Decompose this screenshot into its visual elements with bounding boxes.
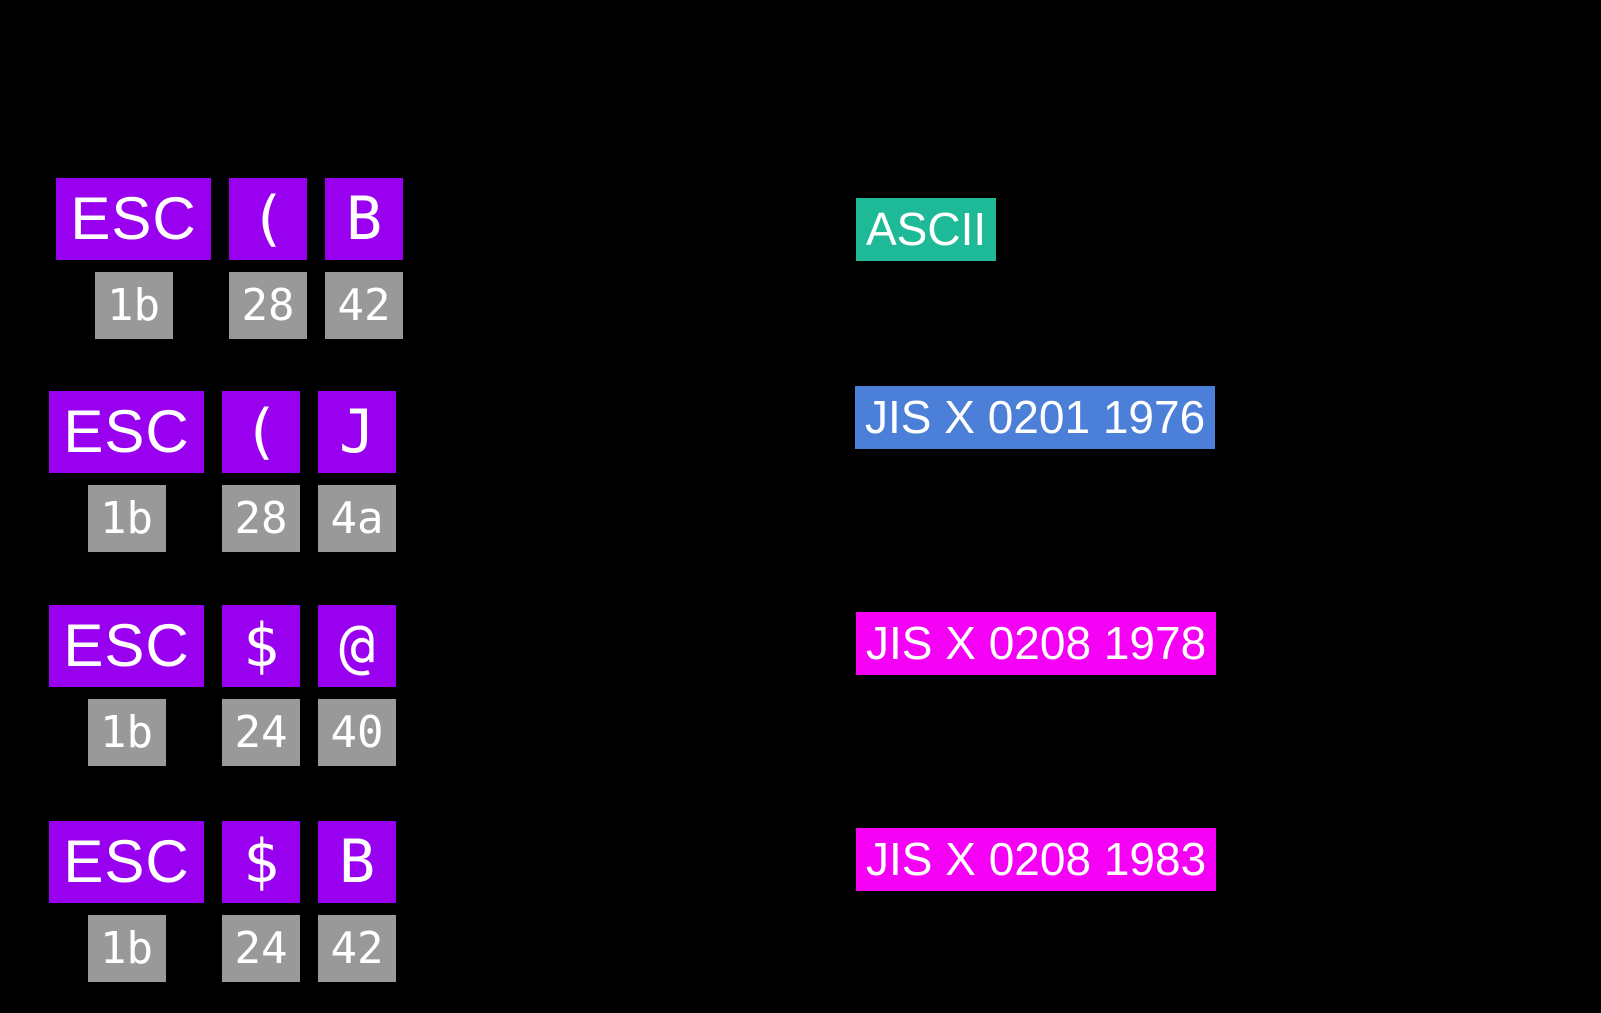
byte-char-box: @: [318, 605, 396, 687]
byte-char-box: ESC: [49, 821, 204, 903]
escape-sequence-row-jis0208-1983: ESC 1b $ 24 B 42: [49, 821, 396, 982]
byte-hex-box: 1b: [87, 699, 166, 766]
byte-char-box: ESC: [49, 605, 204, 687]
escape-sequence-row-ascii: ESC 1b ( 28 B 42: [56, 178, 403, 339]
byte-column-intermediate: ( 28: [222, 391, 300, 552]
byte-column-intermediate: ( 28: [229, 178, 307, 339]
escape-sequence-row-jis0201: ESC 1b ( 28 J 4a: [49, 391, 396, 552]
byte-char-box: B: [325, 178, 403, 260]
byte-hex-box: 28: [222, 485, 300, 552]
byte-hex-box: 4a: [318, 485, 396, 552]
escape-sequence-row-jis0208-1978: ESC 1b $ 24 @ 40: [49, 605, 396, 766]
byte-hex-box: 28: [229, 272, 307, 339]
byte-hex-box: 24: [222, 699, 300, 766]
byte-hex-box: 1b: [87, 915, 166, 982]
byte-column-final: B 42: [325, 178, 403, 339]
byte-char-box: B: [318, 821, 396, 903]
byte-char-box: $: [222, 605, 300, 687]
byte-hex-box: 1b: [94, 272, 173, 339]
charset-label-jis0201-1976: JIS X 0201 1976: [855, 386, 1216, 449]
byte-char-box: (: [222, 391, 300, 473]
byte-column-intermediate: $ 24: [222, 821, 300, 982]
byte-hex-box: 42: [318, 915, 396, 982]
charset-label-ascii: ASCII: [856, 198, 997, 261]
byte-column-final: J 4a: [318, 391, 396, 552]
byte-char-box: J: [318, 391, 396, 473]
byte-column-esc: ESC 1b: [49, 821, 204, 982]
byte-column-esc: ESC 1b: [56, 178, 211, 339]
byte-column-intermediate: $ 24: [222, 605, 300, 766]
byte-hex-box: 42: [325, 272, 403, 339]
byte-column-final: B 42: [318, 821, 396, 982]
byte-hex-box: 24: [222, 915, 300, 982]
byte-char-box: (: [229, 178, 307, 260]
byte-column-esc: ESC 1b: [49, 605, 204, 766]
byte-char-box: $: [222, 821, 300, 903]
byte-hex-box: 1b: [87, 485, 166, 552]
charset-label-jis0208-1978: JIS X 0208 1978: [856, 612, 1217, 675]
charset-label-jis0208-1983: JIS X 0208 1983: [856, 828, 1217, 891]
byte-char-box: ESC: [56, 178, 211, 260]
byte-column-esc: ESC 1b: [49, 391, 204, 552]
byte-column-final: @ 40: [318, 605, 396, 766]
byte-char-box: ESC: [49, 391, 204, 473]
byte-hex-box: 40: [318, 699, 396, 766]
